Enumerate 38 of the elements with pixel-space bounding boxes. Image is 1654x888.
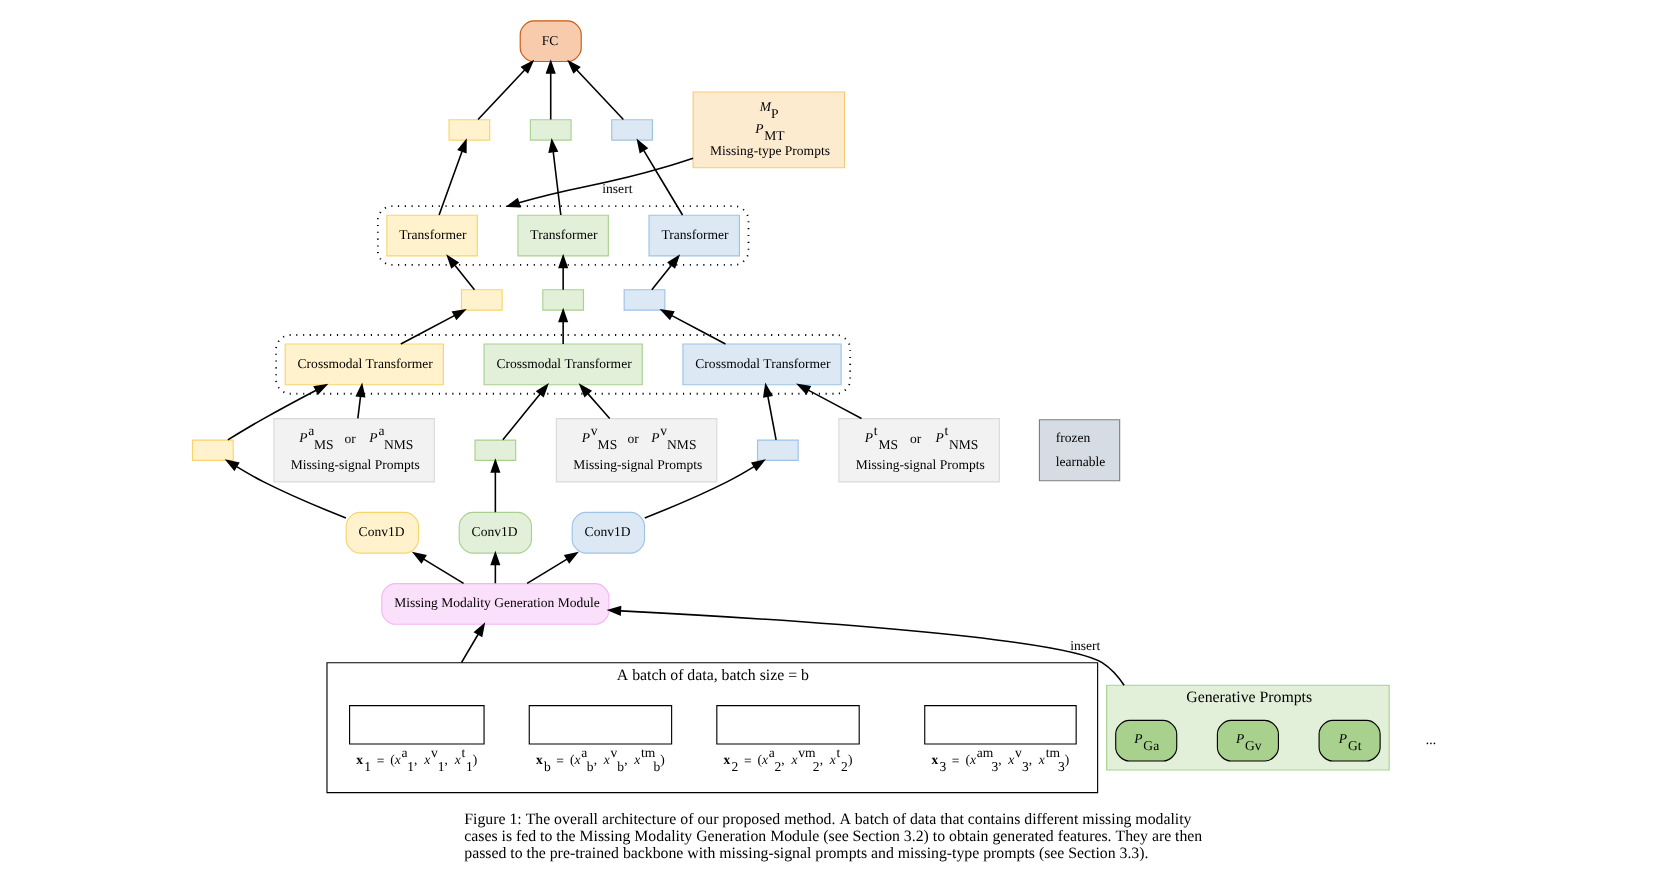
arrow (460, 622, 486, 664)
node-bar (623, 289, 666, 311)
arrow (578, 383, 611, 420)
caption: Figure 1: The overall architecture of our proposed method. A batch of data that contains different missing modality cases is fed to the Missing Modality Generation Module (see Section 3.2) to obtain generated features. They are then passed to the pre-trained backbone with missing-signal prompts and missing-type prompts (see Section 3.3). (464, 810, 1203, 863)
arrow (526, 551, 579, 585)
cluster (376, 205, 750, 266)
arrow (505, 157, 694, 208)
arrow (644, 459, 766, 519)
arrow (224, 459, 347, 519)
arrow (796, 383, 863, 420)
arrow (227, 383, 329, 441)
arrow (762, 382, 777, 441)
arrow (438, 138, 467, 216)
arrow (411, 551, 465, 585)
node-bar (611, 119, 653, 141)
arrow (355, 382, 366, 420)
node-bar (474, 439, 517, 461)
node-bar (542, 289, 585, 311)
arrow (548, 138, 562, 216)
arrow (659, 309, 727, 345)
arrow (558, 253, 569, 291)
arrow (606, 605, 1125, 687)
arrow (651, 254, 681, 291)
node-bar (191, 439, 234, 461)
node-bar (448, 119, 491, 141)
arrow (558, 307, 569, 345)
arrow (446, 254, 476, 291)
arrow (490, 458, 501, 513)
arrow (400, 309, 467, 345)
node-bar (756, 439, 799, 461)
arrow (545, 59, 556, 121)
arrow (567, 59, 625, 121)
arrow (477, 59, 535, 121)
arrow (636, 138, 684, 216)
node-bar (460, 289, 503, 311)
arrow (502, 383, 549, 441)
node-bar (529, 119, 572, 141)
arrow (490, 550, 501, 585)
